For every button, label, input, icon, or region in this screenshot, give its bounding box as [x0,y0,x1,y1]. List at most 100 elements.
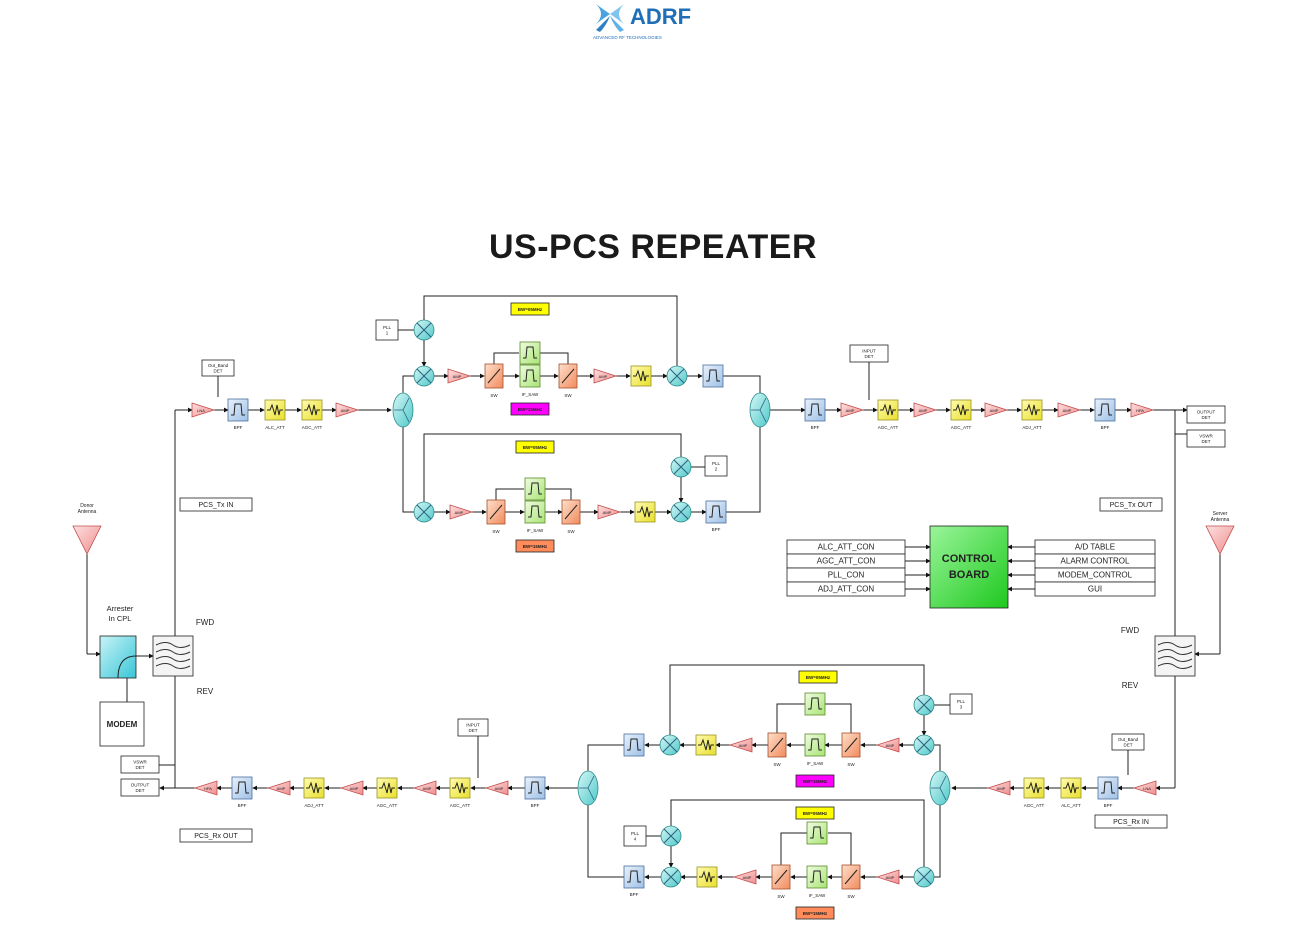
tx-b-bpf-icon [705,500,727,524]
rx-bpf-3-curve-icon [235,781,249,794]
tx-out-band-det-line-2: DET [214,368,223,373]
rx-d-amp-2-label: AMP [743,875,752,880]
tx-a-bw-15-tag-label: BW=15MHz [518,407,543,412]
tx-lna-label: LNA [197,408,205,413]
rx-out-band-det-line-2: DET [1124,742,1133,747]
rx-c-mixer-2-cross-icon [662,737,678,753]
signal-wire [723,375,761,393]
donor-rev-label: REV [197,687,214,696]
donor-antenna-icon [72,525,102,555]
control-output-2-line-1: ALARM CONTROL [1061,557,1130,566]
rx-alc-att-label: ALC_ATT [1061,803,1081,808]
rx-agc-att-3-label: AGC_ATT [377,803,398,808]
rx-pll-3-line-2: 3 [960,704,963,709]
rx-c-bpf-icon [623,733,645,757]
tx-input-det [849,344,889,363]
rx-input-det-line-1: INPUT [466,722,480,727]
tx-agc-att-1-icon [301,399,323,421]
tx-vswr-det-line-1: VSWR [1199,433,1213,438]
server-rev-label: REV [1122,681,1139,690]
tx-b-amp-2-label: AMP [603,510,612,515]
tx-a-mixer-1-cross-icon [416,368,432,384]
tx-amp-5-label: AMP [1063,408,1072,413]
tx-b-sw-1-blade-icon [489,504,503,520]
rx-c-amp-2-icon [728,737,753,753]
modem-label: MODEM [107,720,138,729]
control-output-4 [1034,581,1156,597]
signal-wire [159,764,176,788]
rx-agc-att-1-zigzag-icon [1026,781,1042,794]
rx-lna-label: LNA [1143,786,1151,791]
rx-input-det [457,718,489,737]
rx-output-det-line-1: OUTPUT [131,782,150,787]
tx-a-sw-1-label: SW [490,393,498,398]
tx-alc-att-zigzag-icon [267,403,283,416]
rx-adj-att-icon [303,777,325,799]
tx-a-bpf-icon [702,364,724,388]
control-board-title-1: CONTROL [942,553,997,565]
rx-pll-3 [949,693,973,715]
tx-b-amp-1-icon [449,504,474,520]
rx-d-bpf-label: BPF [630,892,639,897]
signal-wire [587,805,624,878]
tx-hpa-label: HPA [1136,408,1144,413]
rx-input-det-line-2: DET [469,728,478,733]
signal-wire [825,703,852,733]
rx-vswr-det [120,755,160,774]
tx-b-mixer-2-cross-icon [673,504,689,520]
signal-wire [495,488,524,500]
server-antenna-icon [1205,525,1235,555]
tx-pll-1-line-1: PLL [383,325,392,330]
tx-b-sw-2-label: SW [567,529,575,534]
tx-output-det-line-1: OUTPUT [1197,409,1216,414]
rx-vswr-det-line-2: DET [136,765,145,770]
rx-adj-att-label: ADJ_ATT [304,803,323,808]
tx-b-amp-2-icon [597,504,622,520]
adrf-logo: ADRF ADVANCED RF TECHNOLOGIES [593,4,691,40]
arrester-coupler-icon [117,655,137,679]
arrester-label-line-2: In CPL [109,614,132,623]
rx-combiner-branch-icon [579,775,595,801]
rx-agc-att-2-zigzag-icon [452,781,468,794]
rx-c-saw-narrow-curve-icon [808,697,822,710]
rx-c-sw-1-blade-icon [844,737,858,753]
rx-c-sw-2-blade-icon [770,737,784,753]
tx-bpf-2-label: BPF [811,425,820,430]
rx-output-det-line-2: DET [136,788,145,793]
rx-c-mixer-1-cross-icon [916,737,932,753]
rx-amp-4-icon [339,780,364,796]
rx-bpf-2-label: BPF [531,803,540,808]
signal-wire [828,832,852,865]
pcs-tx-out-label-line-1: PCS_Tx OUT [1110,502,1154,509]
adrf-logo-mark-icon [596,4,624,32]
adrf-logo-tagline: ADVANCED RF TECHNOLOGIES [593,35,662,40]
donor-antenna-label-line-1: Donor [80,503,94,509]
signal-wire [402,375,414,393]
rx-hpa-icon [193,780,218,796]
rx-c-sw-2-label: SW [773,762,781,767]
rx-d-saw-wide-curve-icon [810,870,824,883]
signal-wire [1174,410,1187,435]
rx-amp-2-icon [484,780,509,796]
arrester-label-line-1: Arrester [107,604,134,613]
tx-agc-att-1-zigzag-icon [304,403,320,416]
rx-d-bw-5-tag [795,806,835,820]
rx-output-det [120,778,160,797]
tx-b-bw-5-tag [515,440,555,454]
rx-d-mixer-1-cross-icon [916,869,932,885]
tx-pll-2-line-2: 2 [715,466,718,471]
pcs-tx-in-label-line-1: PCS_Tx IN [198,502,233,509]
tx-b-sw-1-label: SW [492,529,500,534]
rx-c-saw-wide-label: IF_SAW [807,761,824,766]
tx-bpf-1-curve-icon [231,403,245,416]
control-output-3-line-1: MODEM_CONTROL [1058,571,1133,580]
tx-b-saw-wide-label: IF_SAW [527,528,544,533]
pcs-tx-out-label [1099,497,1163,512]
rx-splitter-in-branch-icon [931,775,947,801]
rx-d-bw-15-tag [795,906,835,920]
tx-amp-4-icon [984,402,1009,418]
rx-pll-3-splitter-cross-icon [916,697,932,713]
rx-d-bw-15-tag-label: BW=15MHz [803,911,828,916]
rx-agc-att-2-icon [449,777,471,799]
tx-a-amp-2-icon [593,368,618,384]
